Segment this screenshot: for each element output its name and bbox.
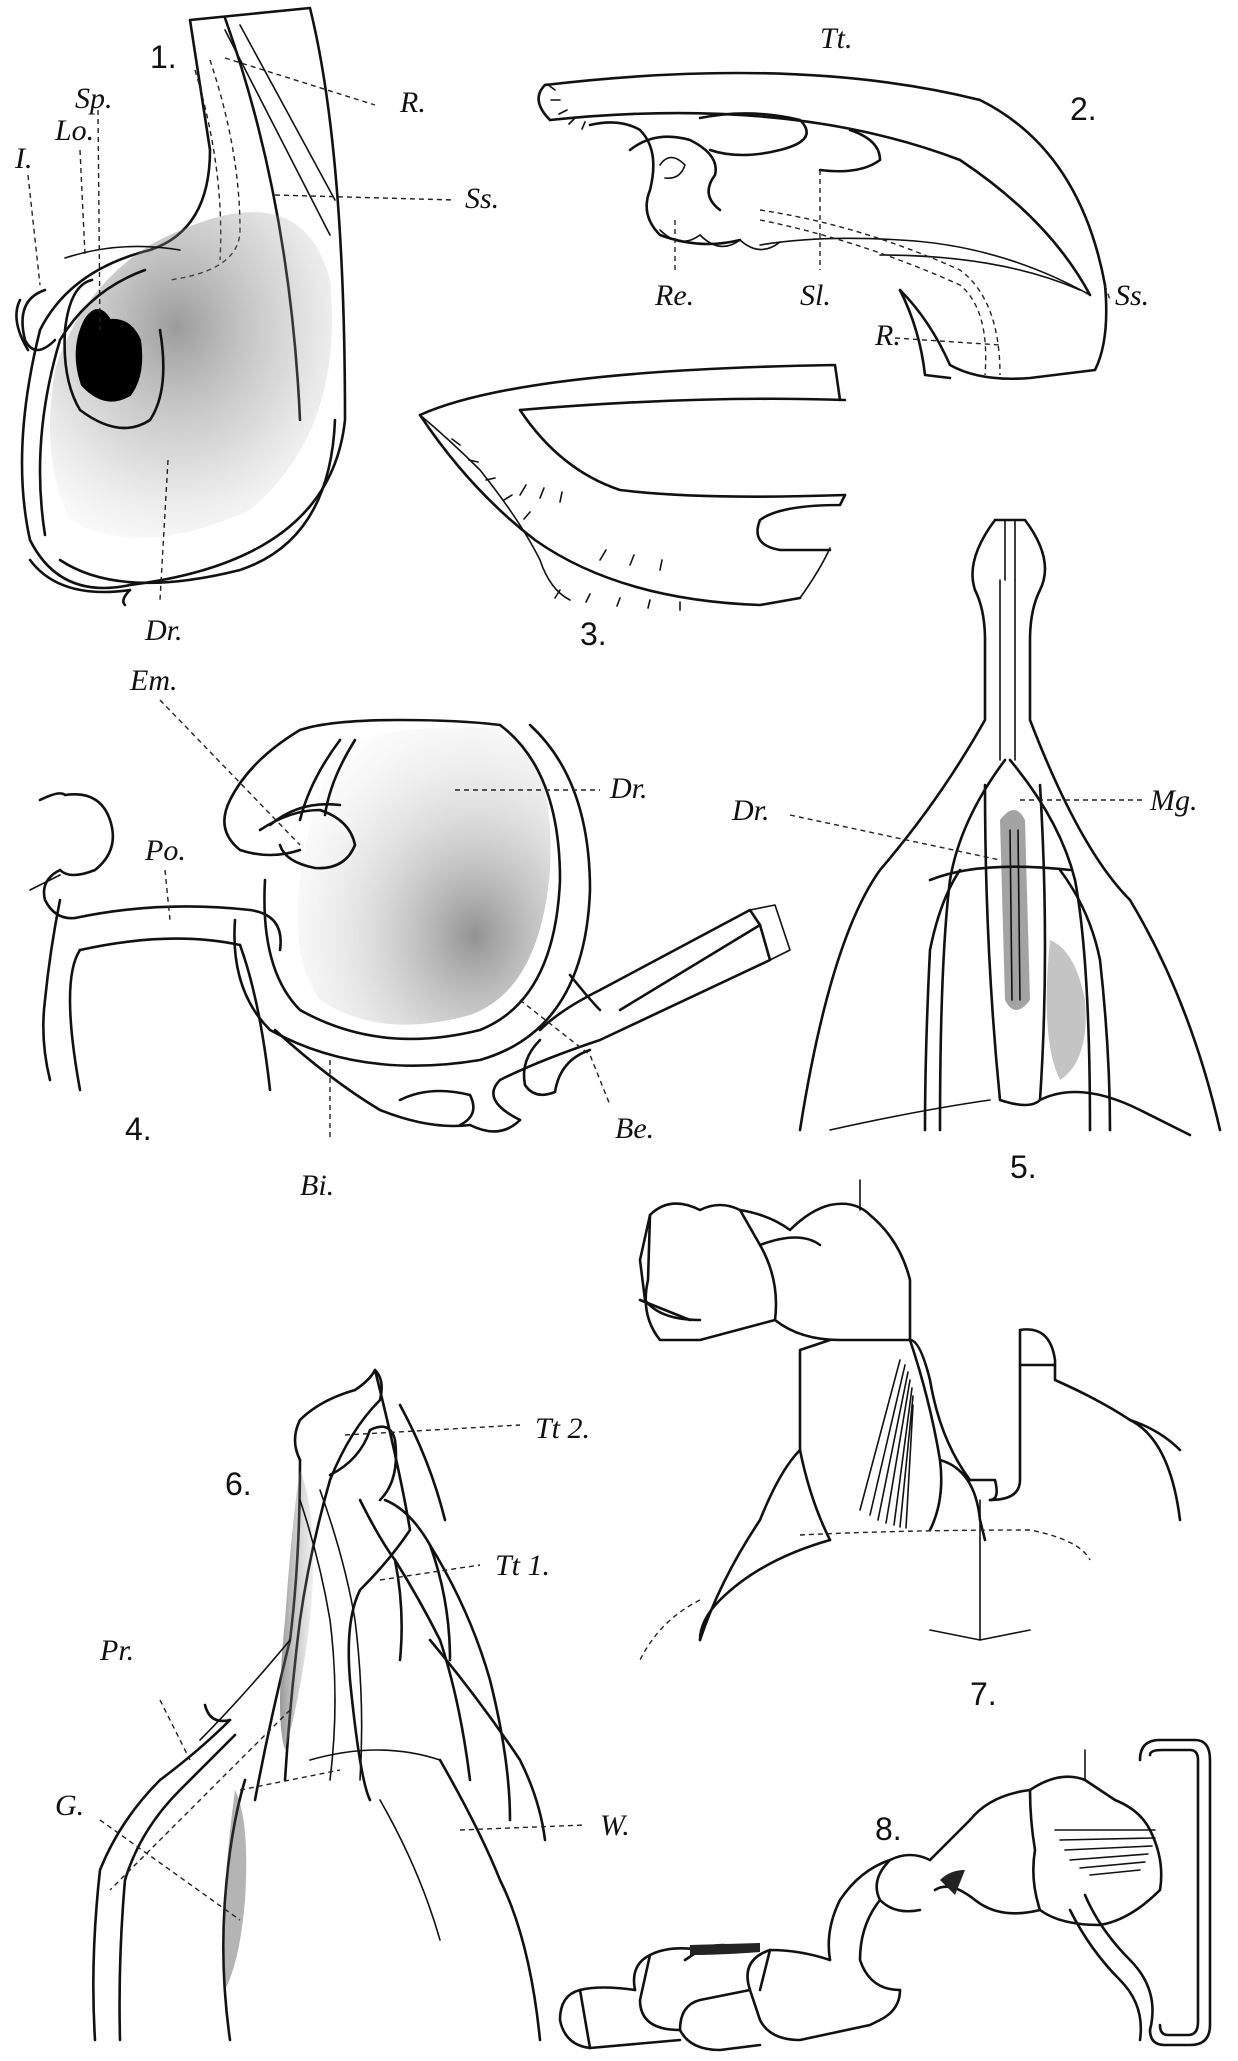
figure-1-number: 1. [150, 39, 177, 75]
figure-3-number: 3. [580, 616, 607, 652]
label-R-fig2: R. [874, 319, 901, 352]
label-Ss-fig1: Ss. [465, 182, 499, 215]
label-Pr: Pr. [99, 1634, 134, 1667]
label-Lo: Lo. [54, 114, 94, 147]
label-Bi: Bi. [300, 1169, 334, 1202]
figure-4 [30, 720, 790, 1131]
figure-8 [560, 1740, 1210, 2050]
figure-1 [16, 8, 345, 605]
label-Po: Po. [144, 834, 186, 867]
label-Em: Em. [129, 664, 178, 697]
figure-5 [800, 520, 1220, 1135]
label-R: R. [399, 86, 426, 119]
figure-4-number: 4. [125, 1111, 152, 1147]
figure-2-number: 2. [1070, 91, 1097, 127]
label-Re: Re. [654, 279, 694, 312]
label-I: I. [14, 142, 33, 175]
label-Sp: Sp. [75, 82, 113, 115]
label-Be: Be. [615, 1112, 654, 1145]
label-Sl: Sl. [800, 279, 831, 312]
figure-6 [93, 1370, 545, 2040]
label-Ss-fig2: Ss. [1115, 279, 1149, 312]
figure-3 [420, 365, 845, 610]
label-Tt1: Tt 1. [495, 1549, 550, 1582]
label-Tt-fig2: Tt. [820, 22, 853, 55]
figure-7 [640, 1180, 1180, 1660]
figure-4-gland-stipple [298, 727, 551, 1024]
figure-2 [539, 73, 1107, 379]
label-G: G. [55, 1789, 84, 1822]
figure-5-number: 5. [1010, 1149, 1037, 1185]
figure-6-number: 6. [225, 1466, 252, 1502]
label-Dr-fig5: Dr. [731, 794, 770, 827]
figure-8-number: 8. [875, 1811, 902, 1847]
label-Tt2: Tt 2. [535, 1412, 590, 1445]
label-Mg: Mg. [1149, 784, 1198, 817]
label-Dr-fig1: Dr. [144, 614, 183, 647]
label-W: W. [600, 1809, 630, 1842]
figure-7-number: 7. [970, 1676, 997, 1712]
label-Dr-fig4: Dr. [609, 772, 648, 805]
